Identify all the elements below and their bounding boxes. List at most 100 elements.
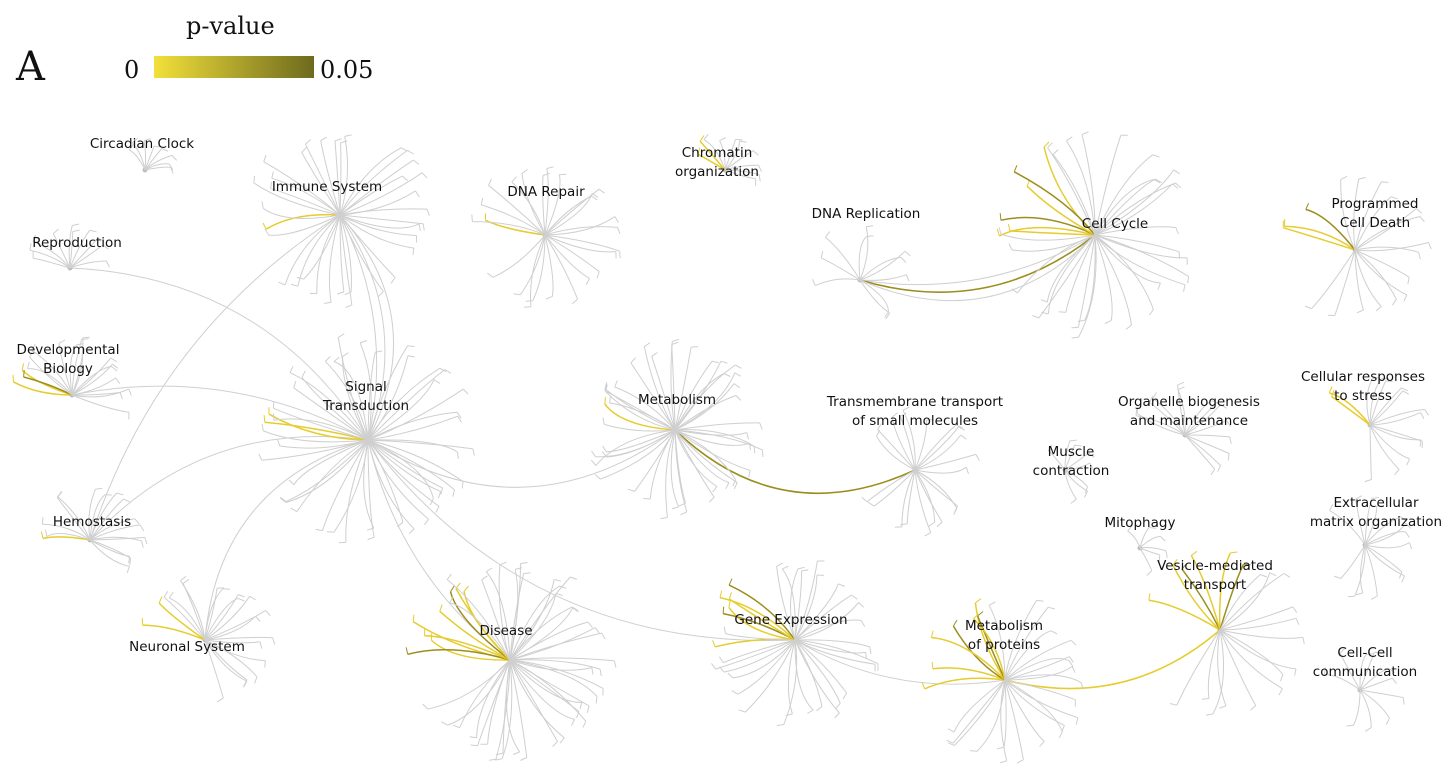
pathway-branch bbox=[31, 349, 73, 396]
pathway-branch bbox=[1084, 234, 1096, 321]
pathway-branch bbox=[530, 234, 546, 307]
cross-pathway-edge bbox=[859, 234, 1096, 286]
pathway-leaf bbox=[217, 697, 224, 703]
node-label-cellcycle: Cell Cycle bbox=[1082, 216, 1148, 232]
pathway-branch bbox=[953, 679, 1006, 733]
pathway-leaf bbox=[1355, 592, 1363, 596]
pathway-branch bbox=[367, 415, 458, 441]
pathway-leaf bbox=[672, 338, 680, 342]
pathway-leaf bbox=[585, 278, 590, 285]
pathway-branch bbox=[1094, 178, 1156, 236]
pathway-leaf bbox=[264, 660, 266, 668]
pathway-branch bbox=[859, 226, 869, 281]
pathway-branch bbox=[1000, 233, 1096, 241]
pathway-branch bbox=[1360, 544, 1366, 594]
pathway-leaf bbox=[996, 746, 1005, 750]
pathway-leaf bbox=[1070, 498, 1077, 504]
pathway-leaf bbox=[280, 497, 287, 503]
pathway-leaf bbox=[437, 491, 442, 499]
pathway-branch bbox=[1004, 679, 1076, 701]
pathway-branch bbox=[263, 161, 341, 216]
pathway-leaf bbox=[885, 312, 891, 320]
pathway-branch bbox=[69, 230, 91, 269]
pathway-branch bbox=[339, 149, 408, 216]
immune-tree bbox=[253, 134, 430, 309]
pathway-branch bbox=[1369, 387, 1402, 426]
pathway-branch bbox=[204, 639, 261, 644]
pathway-leaf bbox=[727, 672, 734, 679]
pathway-branch bbox=[924, 677, 1006, 690]
pathway-leaf bbox=[1220, 403, 1227, 409]
pathway-leaf bbox=[900, 257, 907, 263]
pathway-branch bbox=[1004, 679, 1045, 742]
pathway-leaf bbox=[116, 492, 124, 496]
pathway-branch bbox=[293, 387, 369, 441]
pathway-leaf bbox=[712, 486, 718, 493]
pathway-leaf bbox=[947, 742, 955, 746]
pathway-leaf bbox=[128, 388, 132, 396]
pathway-branch bbox=[253, 182, 341, 216]
pathway-branch bbox=[781, 568, 796, 641]
pathway-branch bbox=[1369, 390, 1403, 426]
pathway-branch bbox=[268, 214, 341, 236]
pathway-branch bbox=[367, 411, 458, 441]
pathway-leaf bbox=[21, 363, 24, 371]
pathway-branch bbox=[1094, 178, 1155, 236]
pathway-branch bbox=[511, 181, 546, 236]
pathway-leaf bbox=[1217, 465, 1221, 472]
pathway-branch bbox=[1094, 234, 1154, 310]
pathway-branch bbox=[1064, 452, 1090, 471]
pathway-branch bbox=[932, 667, 1006, 681]
pathway-branch bbox=[1219, 574, 1261, 631]
pathway-leaf bbox=[614, 380, 618, 388]
pathway-leaf bbox=[499, 561, 507, 566]
pathway-leaf bbox=[1381, 181, 1389, 183]
panel-letter: A bbox=[16, 44, 45, 90]
pathway-leaf bbox=[1398, 571, 1403, 579]
pathway-branch bbox=[144, 146, 155, 171]
cellcycle-tree bbox=[996, 131, 1190, 339]
pathway-leaf bbox=[867, 501, 875, 507]
pathway-leaf bbox=[340, 140, 348, 144]
pathway-leaf bbox=[1340, 175, 1348, 180]
geneexpr-tree bbox=[711, 560, 879, 726]
pathway-leaf bbox=[139, 524, 145, 532]
pathway-branch bbox=[1148, 599, 1221, 631]
pathway-branch bbox=[304, 143, 341, 216]
pathway-branch bbox=[333, 361, 369, 441]
pathway-leaf bbox=[591, 450, 596, 457]
pathway-branch bbox=[1004, 679, 1063, 732]
pathway-leaf bbox=[1016, 759, 1024, 764]
pathway-leaf bbox=[23, 369, 25, 378]
pathway-leaf bbox=[851, 594, 858, 600]
pathway-branch bbox=[1354, 181, 1382, 251]
pathway-leaf bbox=[1047, 606, 1056, 610]
pathway-leaf bbox=[115, 377, 121, 384]
pathway-leaf bbox=[1172, 183, 1179, 189]
pathway-leaf bbox=[546, 166, 554, 169]
pathway-leaf bbox=[258, 453, 263, 461]
pathway-branch bbox=[58, 343, 73, 396]
pathway-leaf bbox=[1068, 660, 1074, 668]
pathway-leaf bbox=[865, 652, 867, 660]
pathway-leaf bbox=[144, 537, 148, 545]
pathway-leaf bbox=[334, 138, 342, 142]
pathway-leaf bbox=[738, 709, 746, 713]
pathway-branch bbox=[859, 250, 906, 281]
pathway-leaf bbox=[342, 352, 349, 357]
pathway-branch bbox=[703, 139, 726, 171]
pathway-leaf bbox=[279, 496, 287, 502]
pathway-branch bbox=[1218, 552, 1232, 631]
pathway-leaf bbox=[1074, 444, 1082, 447]
pathway-leaf bbox=[924, 532, 931, 537]
pathway-branch bbox=[89, 524, 141, 541]
pathway-leaf bbox=[278, 281, 286, 286]
pathway-branch bbox=[320, 140, 341, 216]
pathway-branch bbox=[23, 376, 73, 396]
pathway-branch bbox=[487, 659, 511, 745]
pathway-branch bbox=[57, 496, 91, 541]
pathway-branch bbox=[1004, 679, 1065, 726]
pathway-branch bbox=[794, 594, 852, 641]
pathway-leaf bbox=[1280, 674, 1284, 682]
